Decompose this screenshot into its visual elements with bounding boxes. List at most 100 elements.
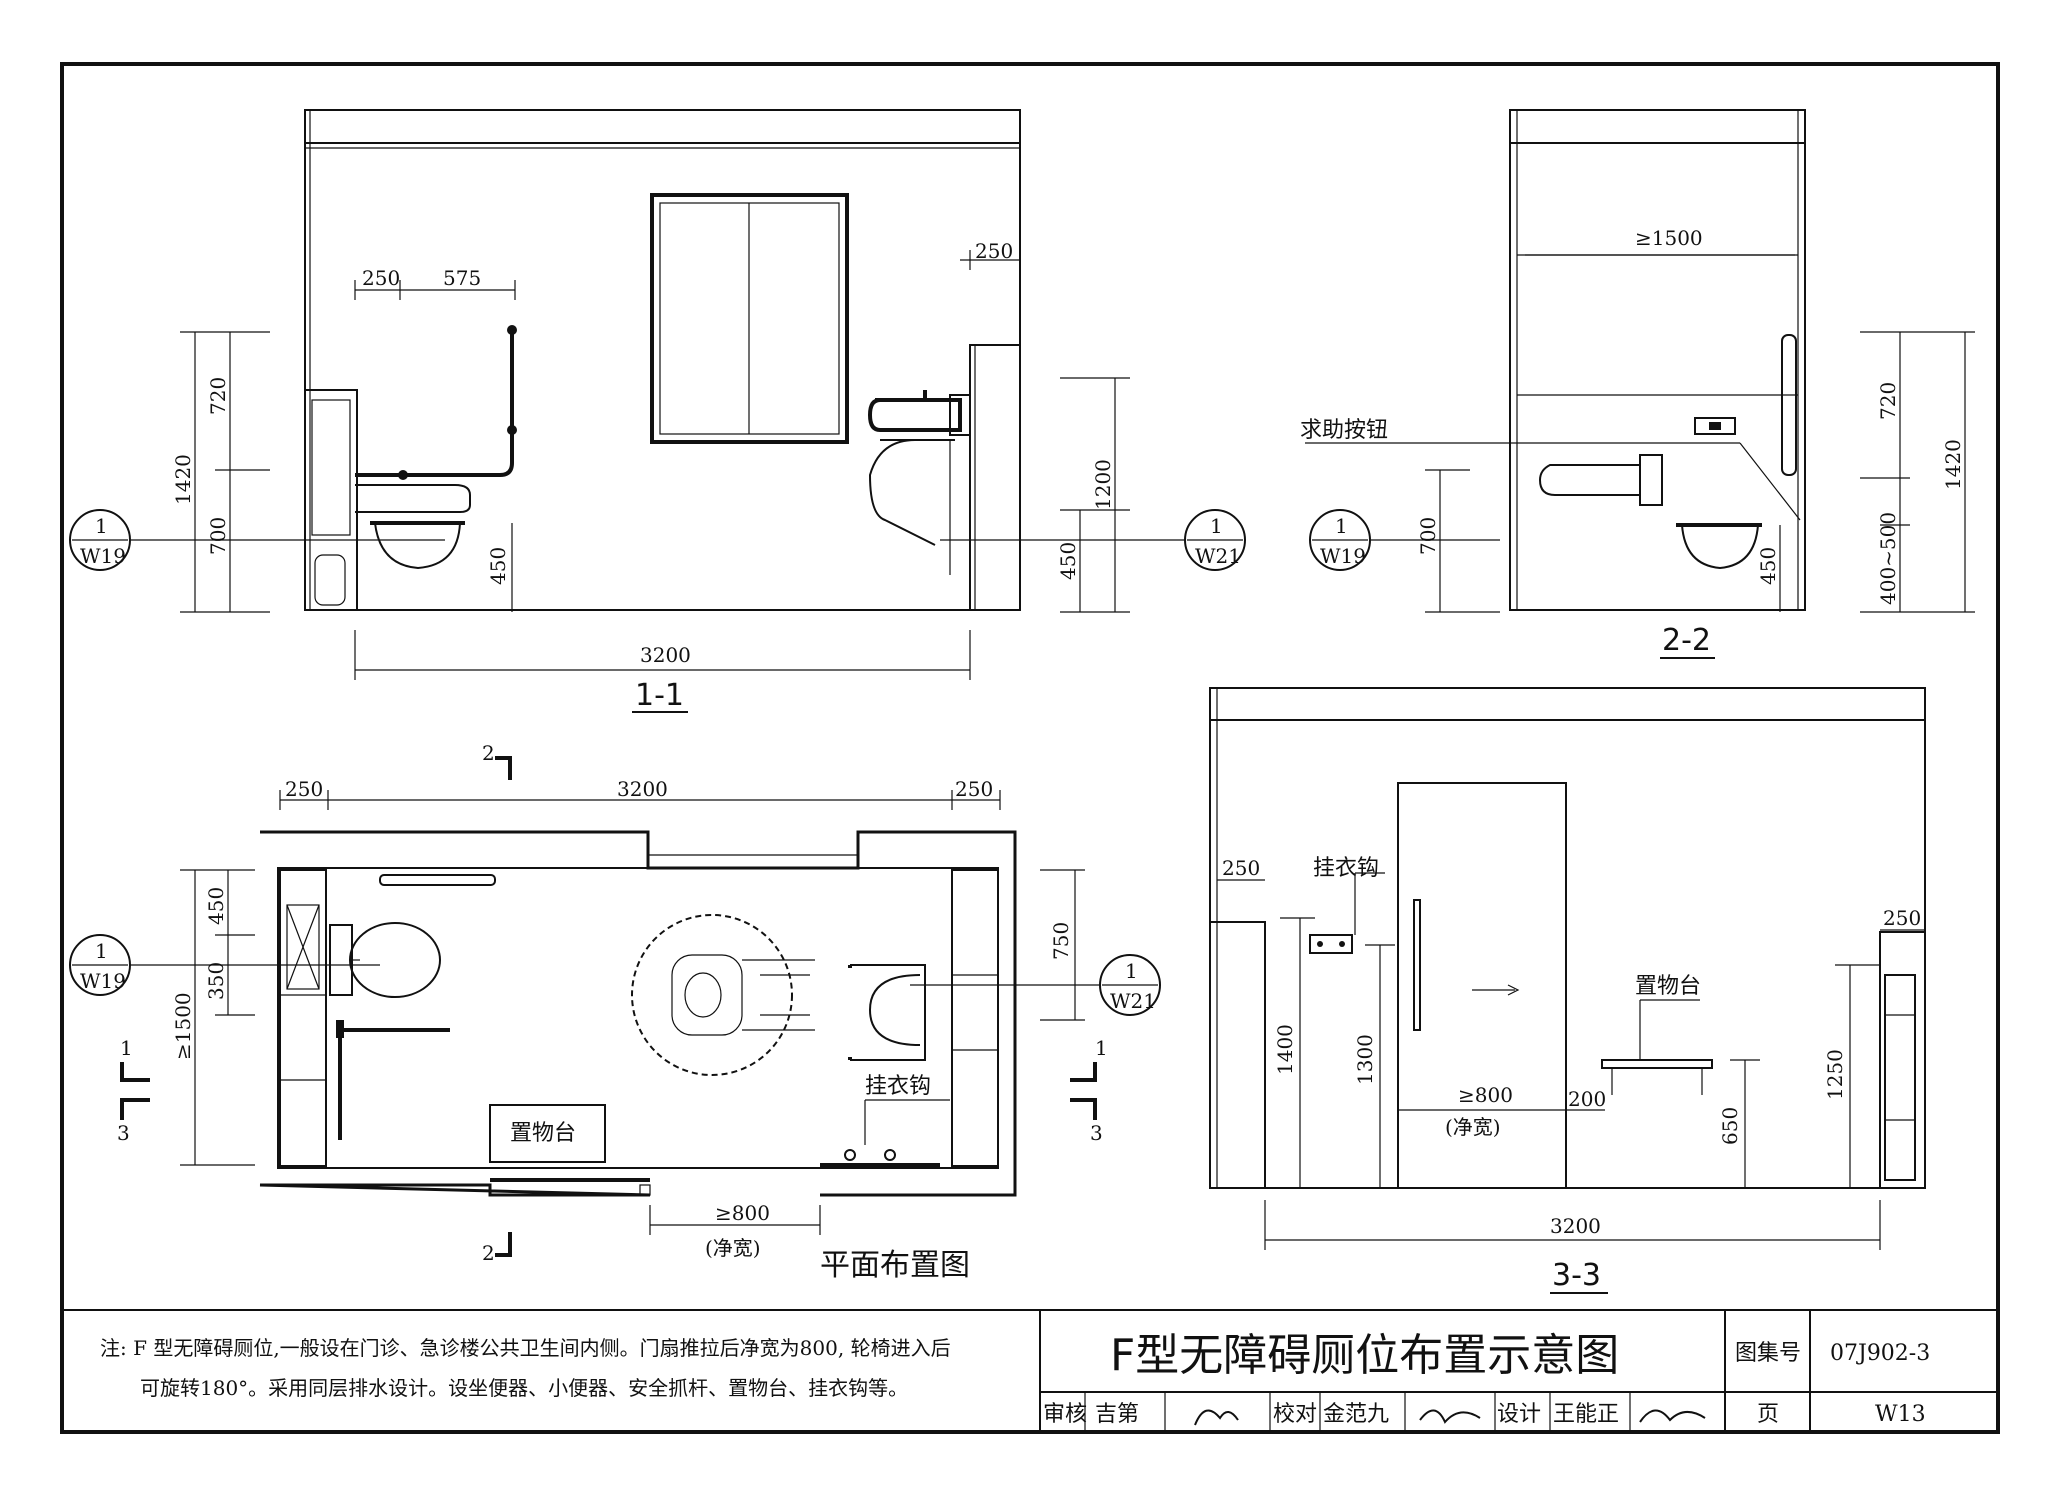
dim-450-2: 450 xyxy=(1756,547,1780,585)
svg-text:200: 200 xyxy=(1568,1087,1606,1111)
urinal xyxy=(868,439,936,546)
section-title-3-3: 3-3 xyxy=(1552,1258,1601,1293)
drawing-title: F型无障碍厕位布置示意图 xyxy=(1110,1330,1619,1381)
section-cut-3-right xyxy=(1070,1098,1097,1120)
svg-text:置物台: 置物台 xyxy=(510,1121,576,1146)
section-title-1-1: 1-1 xyxy=(635,678,684,713)
section-cut-2-top xyxy=(495,756,512,780)
sheet-border xyxy=(60,62,2000,1434)
svg-text:350: 350 xyxy=(204,962,228,1000)
svg-text:1: 1 xyxy=(1095,1036,1108,1060)
help-button-label: 求助按钮 xyxy=(1300,418,1388,443)
dim-3200: 3200 xyxy=(640,643,691,667)
dim-720-2: 720 xyxy=(1876,382,1900,420)
svg-text:审核: 审核 xyxy=(1043,1402,1087,1427)
svg-text:1: 1 xyxy=(1335,514,1348,538)
svg-text:3: 3 xyxy=(117,1121,130,1145)
window xyxy=(650,193,849,444)
svg-text:图集号: 图集号 xyxy=(1735,1341,1801,1366)
svg-text:1: 1 xyxy=(1210,514,1223,538)
dim-700-2: 700 xyxy=(1416,517,1440,555)
l-grab-bar xyxy=(355,330,514,477)
section-cut-2-bottom xyxy=(495,1232,512,1257)
svg-text:W19: W19 xyxy=(1320,544,1366,568)
title-block: 注: F 型无障碍厕位,一般设在门诊、急诊楼公共卫生间内侧。门扇推拉后净宽为80… xyxy=(62,1309,1998,1432)
urinal-grab-bar xyxy=(867,398,962,432)
svg-text:2: 2 xyxy=(482,741,495,765)
note-line-1: 注: F 型无障碍厕位,一般设在门诊、急诊楼公共卫生间内侧。门扇推拉后净宽为80… xyxy=(100,1336,951,1360)
svg-text:≥1500: ≥1500 xyxy=(171,992,195,1060)
sliding-door xyxy=(1397,782,1567,1189)
dim-1500: ≥1500 xyxy=(1635,226,1703,250)
help-button xyxy=(1694,417,1736,435)
svg-text:金范九: 金范九 xyxy=(1323,1402,1389,1427)
section-3-3: 挂衣钩 置物台 250 250 1400 1300 ≥800 (净宽) 200 … xyxy=(1209,687,1926,1294)
svg-text:2: 2 xyxy=(482,1241,495,1265)
svg-text:1300: 1300 xyxy=(1353,1034,1377,1085)
dim-250-right: 250 xyxy=(975,239,1013,263)
section-cut-1-left xyxy=(120,1062,150,1082)
section3-shelf-label: 置物台 xyxy=(1635,974,1701,999)
svg-text:250: 250 xyxy=(955,777,993,801)
svg-text:250: 250 xyxy=(1222,856,1260,880)
page-number: W13 xyxy=(1875,1402,1926,1427)
svg-text:≥800: ≥800 xyxy=(1458,1083,1513,1107)
toilet xyxy=(373,522,462,570)
plan-toilet xyxy=(329,924,353,996)
svg-text:(净宽): (净宽) xyxy=(1445,1115,1501,1139)
dim-1420-2: 1420 xyxy=(1941,439,1965,490)
vertical-grab-bar xyxy=(1781,334,1797,476)
svg-text:页: 页 xyxy=(1757,1402,1779,1427)
svg-text:W19: W19 xyxy=(80,544,126,568)
section-1-1: 250 575 250 1420 720 700 450 1200 450 32… xyxy=(69,109,1246,713)
section-cut-1-right xyxy=(1070,1062,1097,1082)
dim-450-right: 450 xyxy=(1056,542,1080,580)
dim-575: 575 xyxy=(443,266,481,290)
section-2-2: ≥1500 求助按钮 700 450 720 1420 400~500 2-2 xyxy=(1300,109,1975,659)
svg-text:王能正: 王能正 xyxy=(1553,1402,1619,1427)
floor-plan: 置物台 挂衣钩 250 3200 250 xyxy=(69,741,1161,1283)
dim-250: 250 xyxy=(362,266,400,290)
svg-text:1: 1 xyxy=(120,1036,133,1060)
svg-text:1: 1 xyxy=(95,514,108,538)
wheelchair-icon xyxy=(671,954,743,1036)
svg-text:250: 250 xyxy=(1883,906,1921,930)
dim-400-500: 400~500 xyxy=(1876,512,1900,605)
note-line-2: 可旋转180°。采用同层排水设计。设坐便器、小便器、安全抓杆、置物台、挂衣钩等。 xyxy=(140,1376,908,1400)
svg-text:W19: W19 xyxy=(80,969,126,993)
svg-text:校对: 校对 xyxy=(1273,1402,1317,1427)
dim-720: 720 xyxy=(206,377,230,415)
plan-shelf xyxy=(489,1104,606,1163)
svg-text:3200: 3200 xyxy=(1550,1214,1601,1238)
section-cut-3-left xyxy=(120,1098,150,1120)
svg-text:W21: W21 xyxy=(1195,544,1241,568)
dim-450: 450 xyxy=(486,547,510,585)
dim-1420: 1420 xyxy=(171,454,195,505)
checker-signature xyxy=(1419,1409,1481,1424)
folding-grab-bar xyxy=(1538,464,1640,496)
plan-urinal xyxy=(868,974,921,1046)
svg-text:1250: 1250 xyxy=(1823,1049,1847,1100)
section3-shelf xyxy=(1601,1059,1713,1069)
plan-hook-label: 挂衣钩 xyxy=(865,1074,931,1099)
reviewer-signature xyxy=(1194,1409,1239,1426)
dim-1200: 1200 xyxy=(1091,459,1115,510)
toilet-side xyxy=(1680,524,1760,570)
svg-text:3200: 3200 xyxy=(617,777,668,801)
svg-text:≥800: ≥800 xyxy=(715,1201,770,1225)
dim-700: 700 xyxy=(206,517,230,555)
coat-hook xyxy=(1309,934,1353,954)
svg-text:设计: 设计 xyxy=(1497,1402,1541,1427)
plan-walls xyxy=(259,830,1017,1197)
svg-text:1: 1 xyxy=(95,939,108,963)
section-title-2-2: 2-2 xyxy=(1662,623,1711,658)
svg-text:3: 3 xyxy=(1090,1121,1103,1145)
svg-text:1: 1 xyxy=(1125,959,1138,983)
designer-signature xyxy=(1639,1409,1706,1423)
turning-circle xyxy=(631,914,793,1076)
section3-hook-label: 挂衣钩 xyxy=(1313,856,1379,881)
plan-title: 平面布置图 xyxy=(820,1248,970,1283)
atlas-number: 07J902-3 xyxy=(1830,1341,1930,1366)
svg-text:750: 750 xyxy=(1049,922,1073,960)
